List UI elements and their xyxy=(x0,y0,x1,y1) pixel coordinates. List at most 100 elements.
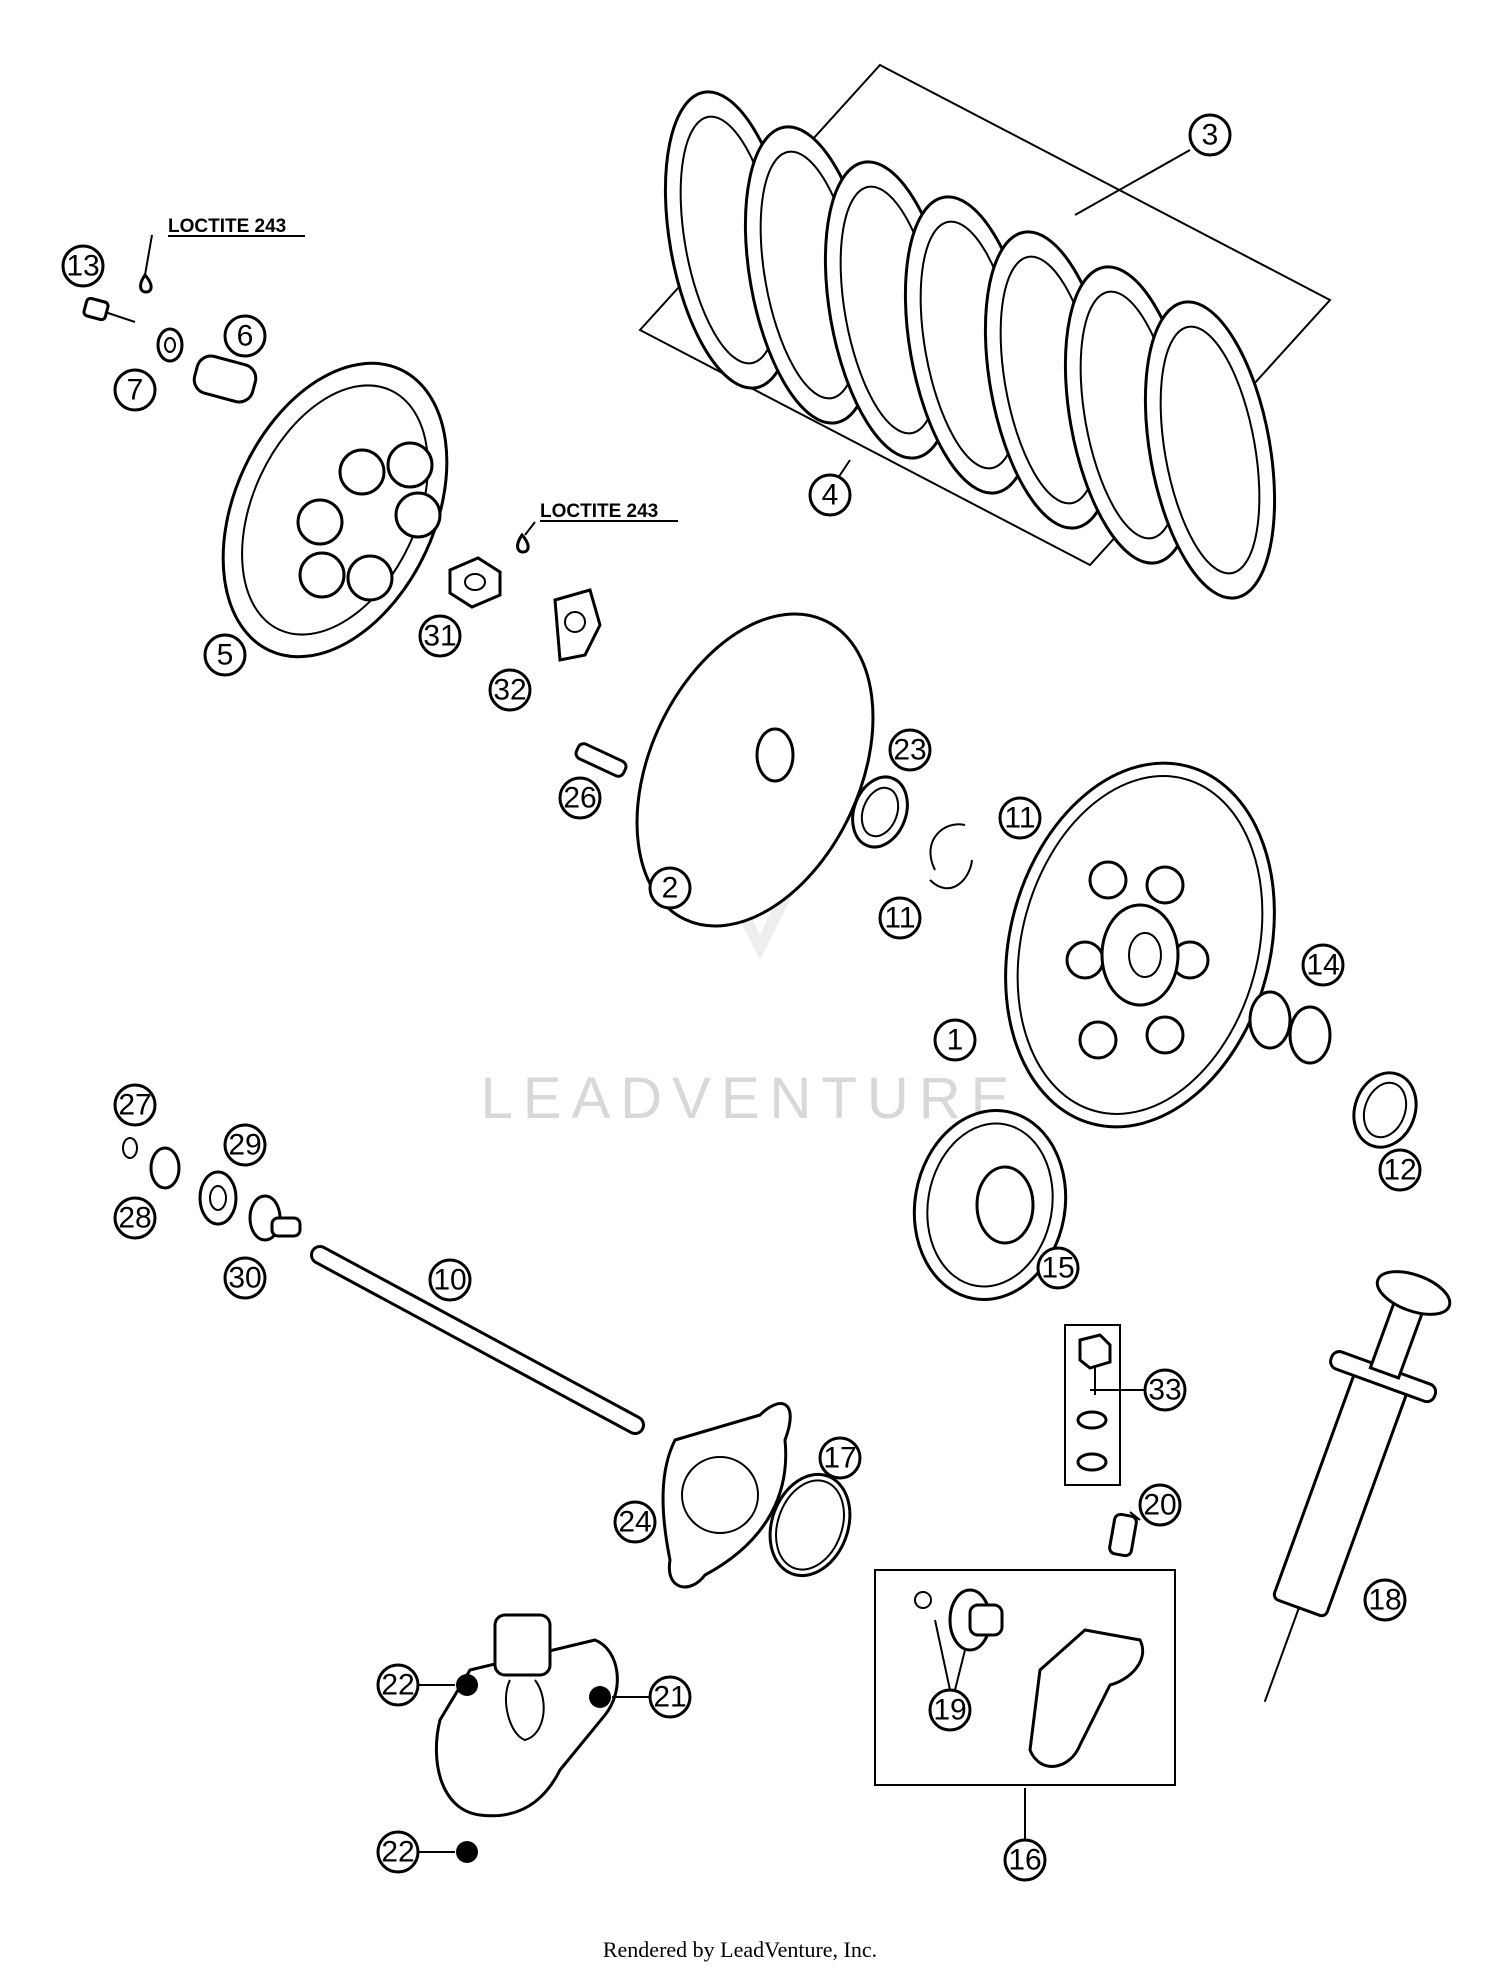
callout-17: 17 xyxy=(818,1436,862,1480)
callout-26: 26 xyxy=(558,776,602,820)
callout-11a: 11 xyxy=(998,796,1042,840)
callout-16: 16 xyxy=(1003,1838,1047,1882)
svg-text:11: 11 xyxy=(884,902,915,935)
callout-27: 27 xyxy=(113,1083,157,1127)
watermark-text: LEADVENTURE xyxy=(481,1066,1020,1131)
thrust-washer-23 xyxy=(851,775,909,849)
washer-12 xyxy=(1352,1071,1418,1149)
callout-33: 33 xyxy=(1143,1368,1187,1412)
callout-20: 20 xyxy=(1138,1483,1182,1527)
inner-clutch-hub xyxy=(574,612,875,928)
loctite-note-2: LOCTITE 243 xyxy=(540,501,658,522)
callout-3: 3 xyxy=(1188,113,1232,157)
washer-7 xyxy=(156,327,184,363)
callout-23: 23 xyxy=(888,728,932,772)
bleeder-kit-33 xyxy=(1064,1324,1121,1486)
svg-text:31: 31 xyxy=(423,620,456,653)
callout-6: 6 xyxy=(223,314,267,358)
leader-3 xyxy=(1074,149,1191,216)
svg-text:5: 5 xyxy=(217,639,234,672)
loctite-drop-1-icon xyxy=(139,272,153,294)
callout-11b: 11 xyxy=(878,896,922,940)
o-ring-17 xyxy=(768,1472,852,1578)
push-rod-10 xyxy=(310,1245,645,1435)
svg-text:13: 13 xyxy=(66,250,99,283)
bearing-29 xyxy=(198,1170,238,1226)
svg-text:22: 22 xyxy=(381,1669,414,1702)
callout-13: 13 xyxy=(61,244,105,288)
clutch-basket-primary-gear xyxy=(1004,761,1276,1129)
callout-30: 30 xyxy=(223,1256,267,1300)
footer-credit: Rendered by LeadVenture, Inc. xyxy=(603,1937,877,1962)
washer-28 xyxy=(149,1146,181,1190)
callout-4: 4 xyxy=(808,473,852,517)
leader-19a xyxy=(934,1619,951,1691)
syringe-18 xyxy=(1263,1270,1452,1703)
pressure-piece-30 xyxy=(248,1194,302,1242)
svg-text:24: 24 xyxy=(618,1506,651,1539)
svg-text:19: 19 xyxy=(933,1694,966,1727)
svg-text:23: 23 xyxy=(893,734,926,767)
callout-7: 7 xyxy=(113,368,157,412)
callout-14: 14 xyxy=(1301,943,1345,987)
leader-19b xyxy=(954,1649,966,1691)
callout-12: 12 xyxy=(1378,1148,1422,1192)
svg-text:3: 3 xyxy=(1202,119,1219,152)
lock-washer-32 xyxy=(553,588,602,662)
svg-text:2: 2 xyxy=(662,872,679,905)
svg-text:29: 29 xyxy=(228,1129,261,1162)
callout-22b: 22 xyxy=(376,1830,420,1874)
pressure-plate xyxy=(221,361,449,659)
svg-text:12: 12 xyxy=(1383,1154,1416,1187)
svg-text:20: 20 xyxy=(1143,1489,1176,1522)
slave-cylinder-cover xyxy=(434,1613,619,1863)
loctite-note-1: LOCTITE 243 xyxy=(168,216,286,237)
callout-21: 21 xyxy=(648,1675,692,1719)
svg-text:15: 15 xyxy=(1041,1252,1074,1285)
svg-text:33: 33 xyxy=(1148,1374,1181,1407)
leader-note-2 xyxy=(524,521,536,536)
svg-text:11: 11 xyxy=(1004,802,1035,835)
callout-1: 1 xyxy=(933,1018,977,1062)
gear-15 xyxy=(912,1109,1068,1301)
svg-text:10: 10 xyxy=(433,1264,466,1297)
svg-text:16: 16 xyxy=(1008,1844,1041,1877)
svg-text:26: 26 xyxy=(563,782,596,815)
callout-32: 32 xyxy=(488,668,532,712)
gasket-24 xyxy=(661,1402,792,1589)
clutch-disc-pack xyxy=(638,63,1332,600)
callout-29: 29 xyxy=(223,1123,267,1167)
svg-text:6: 6 xyxy=(237,320,254,353)
needle-bearings-14 xyxy=(1248,990,1332,1065)
callout-19: 19 xyxy=(928,1688,972,1732)
svg-text:4: 4 xyxy=(822,479,839,512)
svg-text:32: 32 xyxy=(493,674,526,707)
callout-2: 2 xyxy=(648,866,692,910)
svg-text:21: 21 xyxy=(653,1681,686,1714)
nut-31 xyxy=(448,556,502,609)
half-rings-11 xyxy=(929,823,973,890)
callout-22a: 22 xyxy=(376,1663,420,1707)
callout-18: 18 xyxy=(1363,1578,1407,1622)
svg-text:18: 18 xyxy=(1368,1584,1401,1617)
callout-5: 5 xyxy=(203,633,247,677)
svg-text:22: 22 xyxy=(381,1836,414,1869)
svg-text:27: 27 xyxy=(118,1089,151,1122)
svg-text:14: 14 xyxy=(1306,949,1339,982)
svg-text:28: 28 xyxy=(118,1202,151,1235)
svg-text:30: 30 xyxy=(228,1262,261,1295)
callout-15: 15 xyxy=(1036,1246,1080,1290)
screw-13 xyxy=(82,296,136,323)
callout-10: 10 xyxy=(428,1258,472,1302)
circlip-27 xyxy=(122,1137,138,1159)
callout-31: 31 xyxy=(418,614,462,658)
callout-24: 24 xyxy=(613,1500,657,1544)
spring-6 xyxy=(192,354,258,404)
leader-20 xyxy=(1129,1511,1141,1521)
svg-text:7: 7 xyxy=(127,374,144,407)
svg-text:1: 1 xyxy=(947,1024,964,1057)
callout-28: 28 xyxy=(113,1196,157,1240)
leader-note-1 xyxy=(144,234,153,276)
svg-text:17: 17 xyxy=(823,1442,856,1475)
